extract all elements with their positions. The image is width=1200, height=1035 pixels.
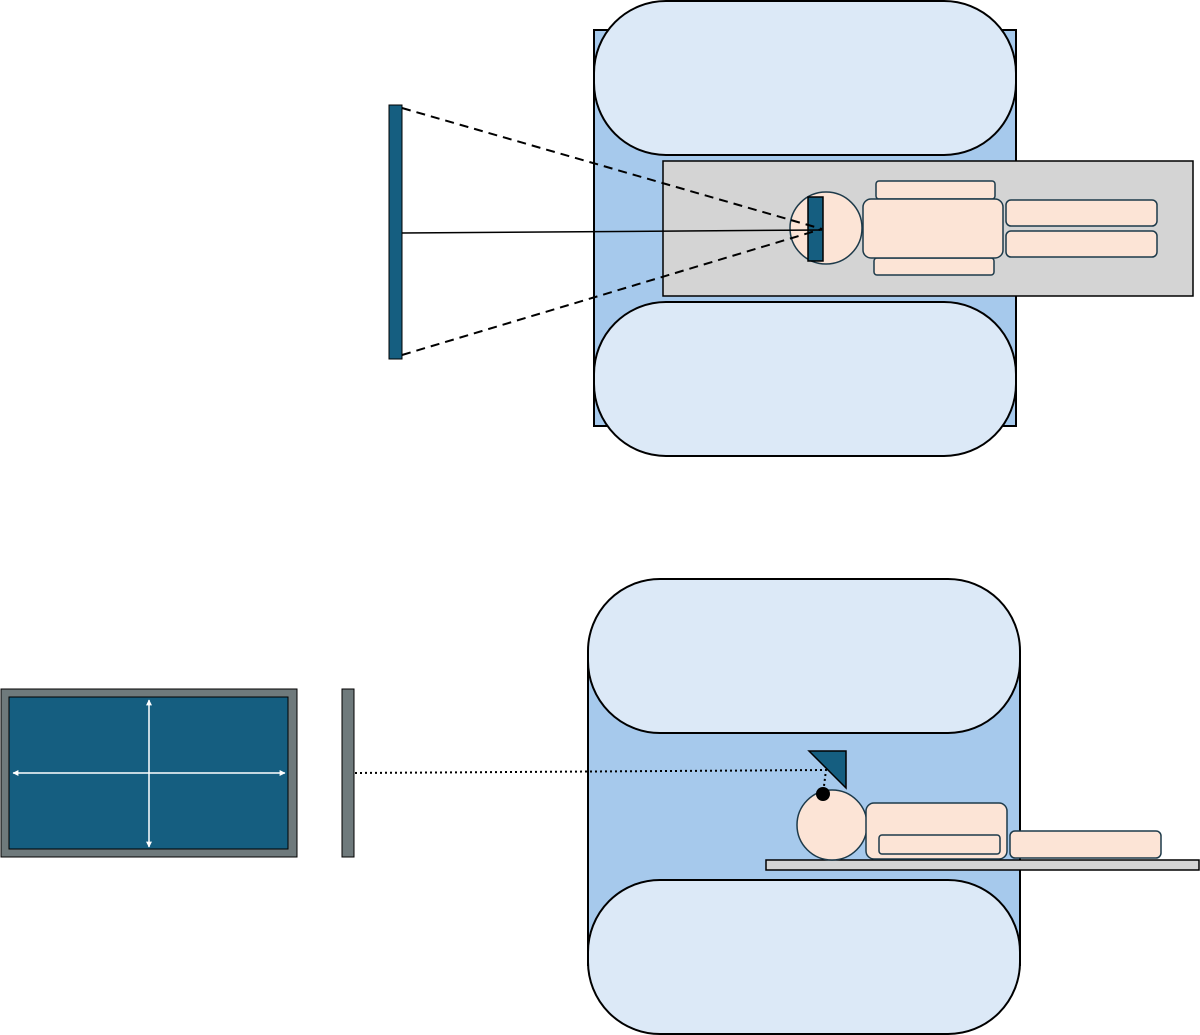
- top-head-mirror: [807, 196, 824, 262]
- top-patient-arm-left: [875, 180, 996, 200]
- side-view: [0, 578, 1200, 1035]
- top-display-screen: [388, 104, 403, 360]
- side-sight-line: [354, 768, 828, 795]
- top-bore-upper-coil: [593, 0, 1017, 156]
- side-patient: [796, 789, 1162, 861]
- top-sight-line-upper: [401, 107, 823, 230]
- side-patient-head: [796, 789, 868, 861]
- side-patient-arm: [878, 834, 1001, 855]
- top-sight-line-center: [401, 229, 823, 234]
- top-patient-leg-lower: [1005, 230, 1158, 258]
- side-display-screen: [341, 688, 355, 858]
- top-bore-lower-coil: [593, 301, 1017, 457]
- top-patient-head: [789, 191, 863, 265]
- side-bore-lower-coil: [587, 879, 1021, 1035]
- top-view: [388, 0, 1194, 457]
- top-sight-line-lower: [401, 228, 823, 356]
- top-patient-torso: [862, 198, 1004, 259]
- top-patient-leg-upper: [1005, 199, 1158, 227]
- top-patient-arm-right: [873, 257, 995, 276]
- side-patient-table: [765, 859, 1200, 871]
- side-bore-upper-coil: [587, 578, 1021, 734]
- side-screen-face: [0, 688, 298, 858]
- side-patient-leg: [1009, 830, 1162, 859]
- side-head-mirror: [807, 750, 847, 790]
